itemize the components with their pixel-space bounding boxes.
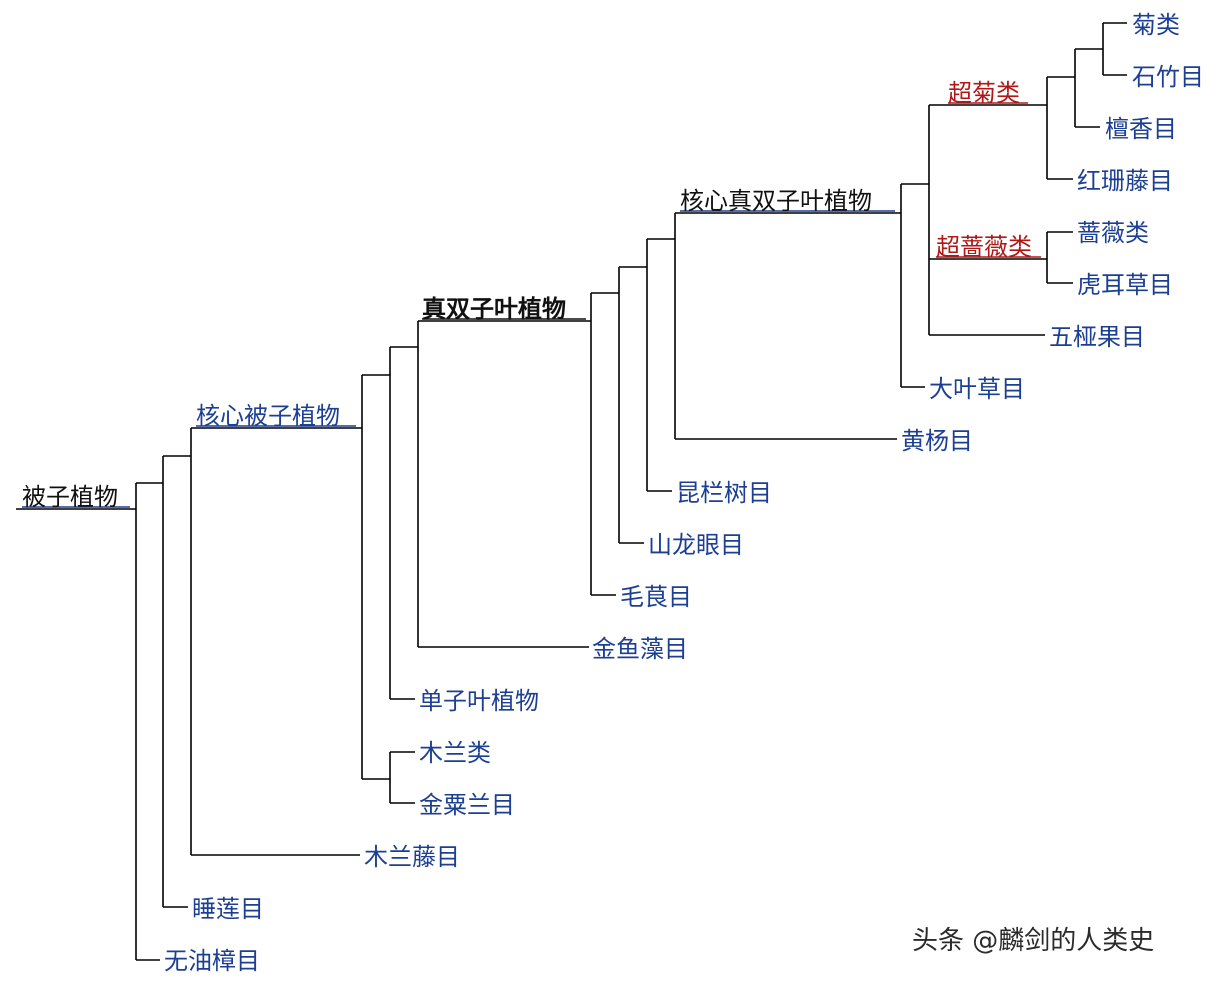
clade-label-eudicots: 真双子叶植物 xyxy=(422,295,566,323)
taxon-label-gunnerales[interactable]: 大叶草目 xyxy=(929,375,1025,403)
taxon-label-santalales[interactable]: 檀香目 xyxy=(1105,115,1177,143)
taxon-label-saxifragales[interactable]: 虎耳草目 xyxy=(1077,271,1173,299)
taxon-label-nymphaeales[interactable]: 睡莲目 xyxy=(192,895,264,923)
taxon-label-chloranthales[interactable]: 金粟兰目 xyxy=(419,791,515,819)
taxon-labels: 菊类 石竹目 檀香目 红珊藤目 蔷薇类 虎耳草目 五桠果目 大叶草目 黄杨目 昆… xyxy=(164,11,1204,975)
clade-label-superrosids: 超蔷薇类 xyxy=(936,233,1032,261)
clade-labels: 被子植物 核心被子植物 真双子叶植物 核心真双子叶植物 超菊类 超蔷薇类 xyxy=(22,79,1032,511)
clade-label-angiosperms: 被子植物 xyxy=(22,483,118,511)
taxon-label-ceratophyllales[interactable]: 金鱼藻目 xyxy=(592,635,688,663)
taxon-label-buxales[interactable]: 黄杨目 xyxy=(901,427,973,455)
taxon-label-rosids[interactable]: 蔷薇类 xyxy=(1077,219,1149,247)
clade-label-core-eudicots: 核心真双子叶植物 xyxy=(680,187,872,215)
taxon-label-proteales[interactable]: 山龙眼目 xyxy=(648,531,744,559)
taxon-label-caryophyllales[interactable]: 石竹目 xyxy=(1132,63,1204,91)
taxon-label-ranunculales[interactable]: 毛茛目 xyxy=(620,583,692,611)
taxon-label-trochodendrales[interactable]: 昆栏树目 xyxy=(676,479,772,507)
tree-branches xyxy=(16,22,1127,961)
taxon-label-amborellales[interactable]: 无油樟目 xyxy=(164,947,260,975)
taxon-label-monocots[interactable]: 单子叶植物 xyxy=(419,687,539,715)
taxon-label-dilleniales[interactable]: 五桠果目 xyxy=(1049,323,1145,351)
taxon-label-magnoliids[interactable]: 木兰类 xyxy=(419,739,491,767)
label-underlines xyxy=(22,102,1041,508)
watermark-text: 头条 @麟剑的人类史 xyxy=(912,926,1155,956)
taxon-label-berberidopsidales[interactable]: 红珊藤目 xyxy=(1077,167,1173,195)
clade-label-core-angiosperms: 核心被子植物 xyxy=(196,402,340,430)
clade-label-superasterids: 超菊类 xyxy=(948,79,1020,107)
taxon-label-asterids[interactable]: 菊类 xyxy=(1132,11,1180,39)
taxon-label-austrobaileyales[interactable]: 木兰藤目 xyxy=(364,843,460,871)
